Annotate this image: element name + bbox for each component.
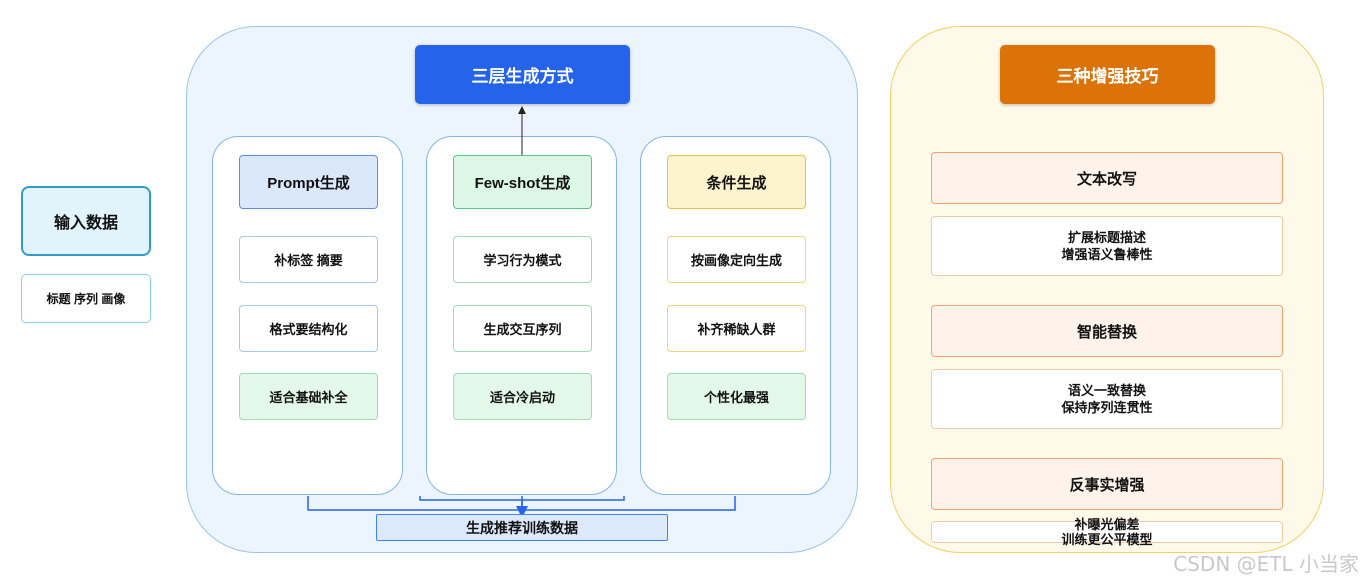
connector-condition: [522, 496, 736, 511]
technique-header-replace: 智能替换: [931, 305, 1283, 357]
technique-detail-line: 扩展标题描述: [1067, 230, 1146, 245]
watermark: CSDN @ETL 小当家: [1173, 552, 1359, 576]
technique-detail-line: 语义一致替换: [1067, 383, 1146, 398]
condition-generation-header: 条件生成: [667, 155, 806, 209]
technique-detail-rewrite: 扩展标题描述 增强语义鲁棒性: [931, 216, 1283, 276]
prompt-item: 格式要结构化: [239, 305, 378, 352]
condition-item: 按画像定向生成: [667, 236, 806, 283]
technique-detail-line: 增强语义鲁棒性: [1061, 247, 1153, 262]
prompt-item: 补标签 摘要: [239, 236, 378, 283]
technique-detail-replace: 语义一致替换 保持序列连贯性: [931, 369, 1283, 429]
connector-prompt: [307, 496, 523, 511]
input-data-fields: 标题 序列 画像: [21, 274, 151, 323]
technique-header-counterfactual: 反事实增强: [931, 458, 1283, 510]
technique-detail-line: 补曝光偏差: [1074, 517, 1140, 532]
fewshot-item: 生成交互序列: [453, 305, 592, 352]
input-data-box: 输入数据: [21, 186, 151, 256]
prompt-item: 适合基础补全: [239, 373, 378, 420]
connector-fewshot-left: [419, 496, 523, 510]
technique-detail-line: 训练更公平模型: [1061, 532, 1153, 547]
technique-detail-line: 保持序列连贯性: [1061, 400, 1153, 415]
technique-header-rewrite: 文本改写: [931, 152, 1283, 204]
training-data-output: 生成推荐训练数据: [376, 514, 668, 541]
fewshot-item: 适合冷启动: [453, 373, 592, 420]
generation-methods-title: 三层生成方式: [415, 45, 630, 104]
condition-item: 个性化最强: [667, 373, 806, 420]
fewshot-generation-header: Few-shot生成: [453, 155, 592, 209]
enhancement-techniques-title: 三种增强技巧: [1000, 45, 1215, 104]
prompt-generation-header: Prompt生成: [239, 155, 378, 209]
connector-fewshot-right: [522, 496, 625, 501]
condition-item: 补齐稀缺人群: [667, 305, 806, 352]
fewshot-item: 学习行为模式: [453, 236, 592, 283]
technique-detail-counterfactual: 补曝光偏差 训练更公平模型: [931, 517, 1283, 547]
